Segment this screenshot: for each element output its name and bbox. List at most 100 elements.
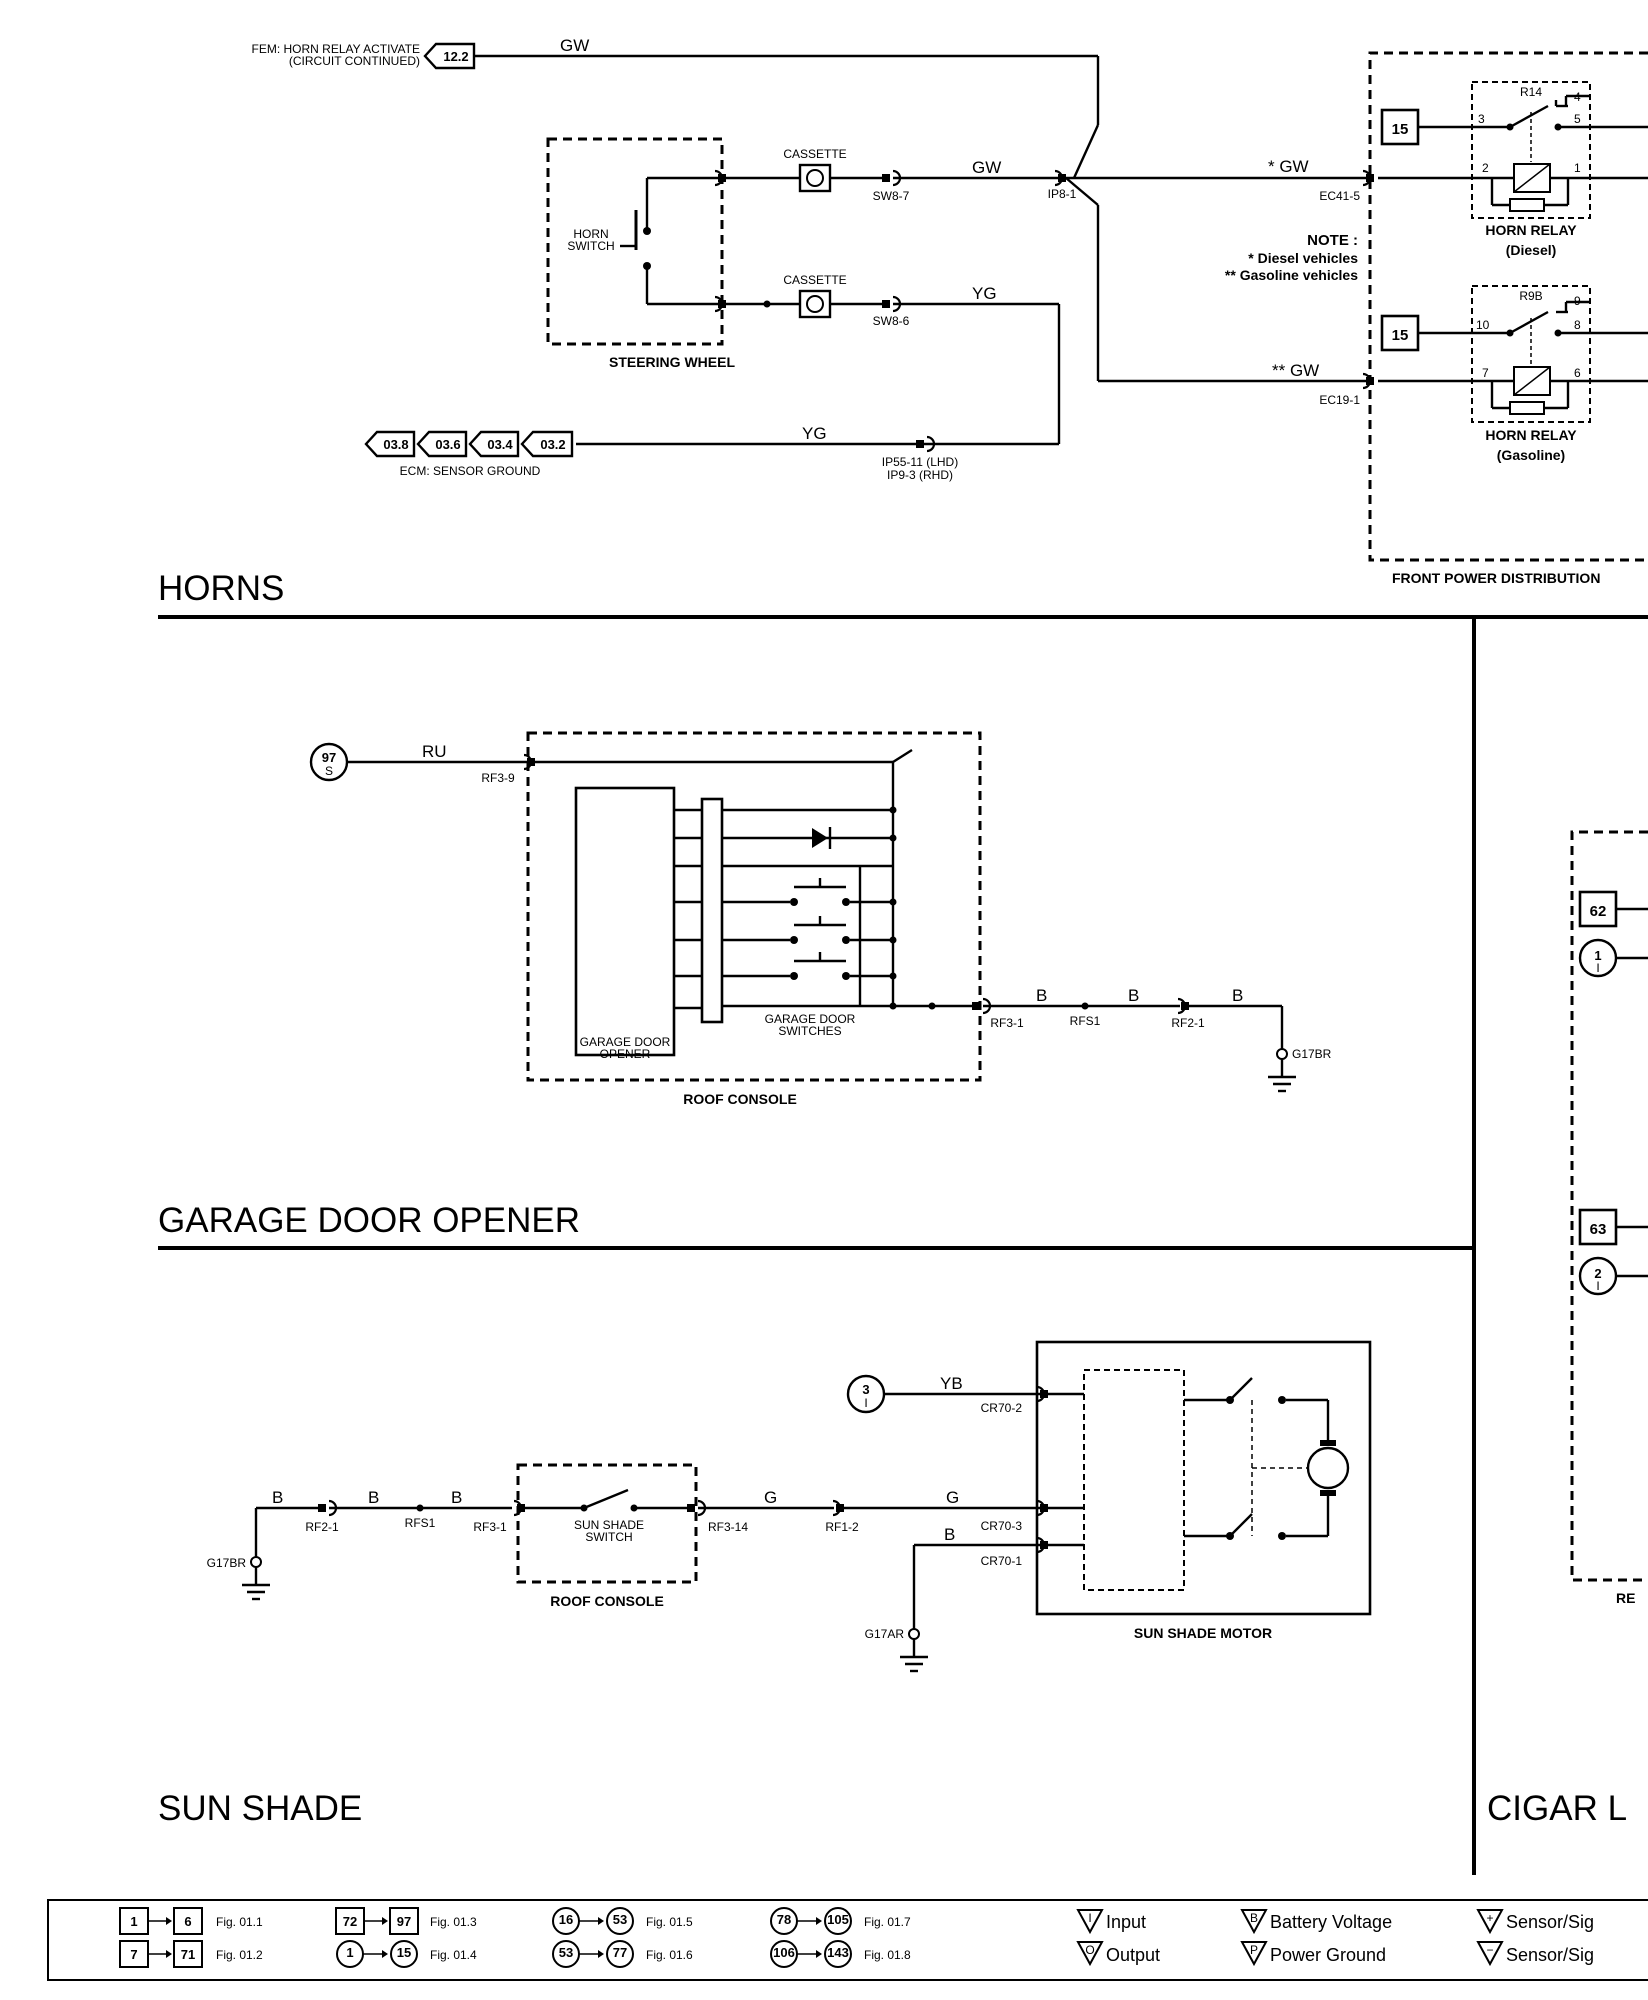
conn-rf2-1: RF2-1 (1171, 1016, 1205, 1030)
relay-r14-label: R14 (1520, 85, 1542, 99)
conn-rf3-1: RF3-1 (990, 1016, 1024, 1030)
sun-shade-circuit: 3 I YB CR70-2 SUN SHADE MOTOR CR70-3 CR7… (207, 1340, 1372, 1673)
fem-label-line2: (CIRCUIT CONTINUED) (289, 54, 420, 68)
motor-module (1083, 1369, 1185, 1591)
sensor-minus-symbol-icon (1476, 1941, 1504, 1967)
wire-label-yg-sw: YG (972, 284, 997, 303)
legend-battery: Battery Voltage (1270, 1912, 1392, 1932)
conn-rf3-1-ss: RF3-1 (473, 1520, 507, 1534)
steering-wheel-label: STEERING WHEEL (609, 354, 735, 370)
horn-relay-gasoline-label-2: (Gasoline) (1497, 447, 1565, 463)
conn-sw8-7: SW8-7 (873, 189, 910, 203)
conn-ip8-1: IP8-1 (1048, 187, 1077, 201)
legend: 1 6 Fig. 01.1 7 71 Fig. 01.2 72 97 Fig. … (47, 1899, 1648, 1981)
svg-text:I: I (1088, 1911, 1091, 1925)
conn-cr70-3: CR70-3 (981, 1519, 1023, 1533)
pin-d-2: 2 (1482, 161, 1489, 175)
conn-cr70-2: CR70-2 (981, 1401, 1023, 1415)
section-title-cigar: CIGAR L (1487, 1789, 1627, 1828)
garage-connector-strip (700, 797, 724, 1024)
opener-label-2: OPENER (600, 1047, 651, 1061)
legend-range-2-fig: Fig. 01.2 (216, 1948, 263, 1962)
legend-range-7-to: 105 (827, 1912, 849, 1927)
wire-label-b-ss1: B (272, 1488, 283, 1507)
ecm-ref-3: 03.4 (487, 437, 513, 452)
legend-range-8-fig: Fig. 01.8 (864, 1948, 911, 1962)
legend-range-6-fig: Fig. 01.6 (646, 1948, 693, 1962)
legend-ground: Power Ground (1270, 1945, 1386, 1965)
cigar-lighter-circuit: 62 1 I 63 2 I RE (1570, 830, 1648, 1606)
svg-text:+: + (1486, 1911, 1493, 1925)
supply-3-sub: I (864, 1396, 867, 1410)
wire-label-b-ss3: B (451, 1488, 462, 1507)
conn-cr70-1: CR70-1 (981, 1554, 1023, 1568)
front-power-distribution-box (1368, 51, 1648, 562)
conn-ip55-11: IP55-11 (LHD) (882, 455, 958, 469)
section-title-garage: GARAGE DOOR OPENER (158, 1201, 580, 1240)
ecm-ref-2: 03.6 (435, 437, 460, 452)
steering-wheel-box (546, 137, 724, 346)
pin-g-6: 6 (1574, 366, 1581, 380)
note-diesel: * Diesel vehicles (1248, 250, 1358, 266)
splice-rfs1-ss: RFS1 (405, 1516, 436, 1530)
legend-range-1-to: 6 (184, 1914, 191, 1929)
legend-range-4-fig: Fig. 01.4 (430, 1948, 477, 1962)
wire-label-gw-gas: ** GW (1272, 361, 1319, 380)
pin-g-7: 7 (1482, 366, 1489, 380)
legend-range-2-from: 7 (130, 1947, 137, 1962)
cigar-circle-2: 2 (1594, 1266, 1601, 1281)
horns-circuit: FEM: HORN RELAY ACTIVATE (CIRCUIT CONTIN… (252, 36, 1648, 586)
svg-text:−: − (1486, 1943, 1493, 1957)
horn-switch-label-1: HORN (573, 227, 608, 241)
wire-label-yg-ecm: YG (802, 424, 827, 443)
fuse-15-diesel: 15 (1392, 121, 1409, 138)
pin-d-3: 3 (1478, 112, 1485, 126)
conn-rf3-14: RF3-14 (708, 1520, 748, 1534)
roof-console-ss-label: ROOF CONSOLE (550, 1593, 664, 1609)
roof-console-garage-box (526, 731, 982, 1082)
splice-rfs1: RFS1 (1070, 1014, 1101, 1028)
front-power-distribution-label: FRONT POWER DISTRIBUTION (1392, 570, 1600, 586)
conn-sw8-6: SW8-6 (873, 314, 910, 328)
wire-label-g-1: G (764, 1488, 777, 1507)
wire-label-g-2: G (946, 1488, 959, 1507)
legend-sensor-1: Sensor/Sig (1506, 1912, 1594, 1932)
supply-97-sub: S (325, 764, 333, 778)
switches-label-1: GARAGE DOOR (765, 1012, 856, 1026)
supply-97-num: 97 (322, 750, 336, 765)
motor-symbol (1306, 1446, 1350, 1490)
legend-range-1-fig: Fig. 01.1 (216, 1915, 263, 1929)
pin-g-8: 8 (1574, 318, 1581, 332)
conn-rf2-1-ss: RF2-1 (305, 1520, 339, 1534)
fuse-15-gasoline: 15 (1392, 327, 1409, 344)
legend-range-5-to: 53 (613, 1912, 627, 1927)
ecm-sensor-ground-label: ECM: SENSOR GROUND (400, 464, 541, 478)
cigar-re-label: RE (1616, 1590, 1635, 1606)
ecm-ref-1: 03.8 (383, 437, 408, 452)
ground-g17ar: G17AR (865, 1627, 905, 1641)
wire-label-b-ss2: B (368, 1488, 379, 1507)
conn-rf1-2: RF1-2 (825, 1520, 859, 1534)
sensor-plus-symbol-icon (1476, 1909, 1504, 1935)
garage-door-circuit: 97 S RU RF3-9 ROOF CONSOLE GARAGE DOOR O… (309, 731, 1332, 1107)
conn-ip9-3: IP9-3 (RHD) (887, 468, 953, 482)
section-title-sunshade: SUN SHADE (158, 1789, 362, 1828)
note-title: NOTE : (1307, 232, 1358, 249)
legend-range-8-to: 143 (827, 1945, 849, 1960)
ss-switch-label-2: SWITCH (585, 1530, 632, 1544)
pin-g-9: 9 (1574, 294, 1581, 308)
ground-g17br-ss: G17BR (207, 1556, 247, 1570)
pin-d-4: 4 (1574, 90, 1581, 104)
input-symbol-icon (1076, 1909, 1104, 1935)
supply-3-num: 3 (862, 1382, 869, 1397)
legend-range-3-fig: Fig. 01.3 (430, 1915, 477, 1929)
note-gasoline: ** Gasoline vehicles (1225, 267, 1358, 283)
legend-sensor-2: Sensor/Sig (1506, 1945, 1594, 1965)
conn-rf3-9: RF3-9 (481, 771, 515, 785)
wire-label-ru: RU (422, 742, 447, 761)
wire-label-b-motor: B (944, 1525, 955, 1544)
wire-label-b-2: B (1128, 986, 1139, 1005)
wire-label-gw-diesel: * GW (1268, 157, 1309, 176)
conn-ec41-5: EC41-5 (1319, 189, 1360, 203)
roof-console-garage-label: ROOF CONSOLE (683, 1091, 797, 1107)
